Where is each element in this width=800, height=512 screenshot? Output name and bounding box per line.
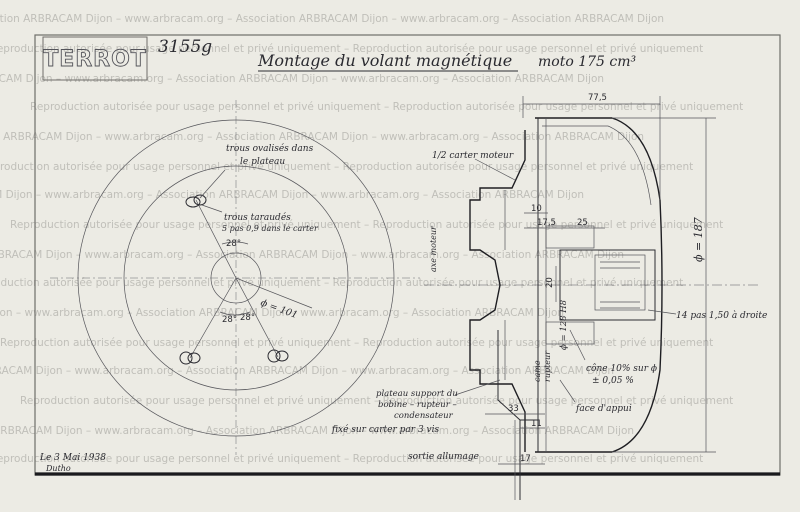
watermark-text: Reproduction autorisée pour usage person… [30, 101, 743, 113]
leader-line [559, 379, 576, 403]
label-thread: 14 pas 1,50 à droite [676, 310, 767, 321]
leader-line [454, 379, 501, 396]
drawing-title: Montage du volant magnétique [257, 51, 512, 70]
watermark-text: Reproduction autorisée pour usage person… [0, 43, 703, 55]
angle-right: 28° [240, 313, 255, 323]
label-half-crankcase: 1/2 carter moteur [432, 151, 514, 161]
watermark-text: Association ARBRACAM Dijon – www.arbraca… [0, 189, 584, 201]
watermark-text: Reproduction autorisée pour usage person… [0, 161, 693, 173]
watermark-text: Association ARBRACAM Dijon – www.arbraca… [0, 365, 614, 377]
leader-line [201, 204, 223, 213]
dim-77-5: 77,5 [588, 93, 607, 103]
label-breaker: rupteur [543, 350, 552, 382]
rotor-inner [542, 125, 652, 206]
label-plate: plateau support du [376, 389, 458, 399]
half-crankcase [469, 130, 526, 452]
label-cam: came [533, 360, 542, 382]
holes-note: le plateau [240, 157, 285, 167]
watermark-text: Reproduction autorisée pour usage person… [0, 453, 703, 465]
label-fixing: fixé sur carter par 3 vis [331, 424, 439, 435]
leader-line [569, 329, 586, 361]
dim-20: 20 [545, 277, 555, 288]
oval-hole [185, 194, 207, 208]
label-ignition-exit: sortie allumage [408, 452, 479, 462]
dim-25: 25 [577, 218, 588, 228]
watermark: Association ARBRACAM Dijon – www.arbraca… [0, 13, 743, 465]
flywheel-rotor [535, 117, 663, 453]
tapped-holes-note: 5 pas 0,9 dans le carter [222, 224, 319, 233]
signature-initials: Dutho [45, 464, 71, 473]
drawing-number: 3155g [158, 37, 212, 57]
angle-top: 28° [226, 239, 241, 249]
radial-line [195, 199, 237, 279]
holes-note: trous ovalisés dans [226, 143, 314, 154]
dim-17: 17 [520, 454, 531, 464]
section-view: axe moteur 77,5 ϕ = 187 10 [331, 93, 767, 500]
angle-arc-top [221, 241, 249, 245]
label-plate: bobine – rupteur – [378, 400, 457, 410]
dim-187: ϕ = 187 [692, 217, 705, 262]
radial-line [235, 277, 279, 358]
leader-line [474, 158, 516, 181]
diameter-leader [235, 277, 313, 309]
rotor-hub [559, 249, 656, 321]
label-cone-tolerance: ± 0,05 % [592, 376, 634, 386]
dim-11: 11 [531, 419, 542, 429]
label-plate: condensateur [394, 411, 454, 421]
cam-block [545, 225, 595, 249]
coil-plate [497, 330, 538, 421]
dim-10: 10 [531, 204, 542, 214]
terrot-logo: TERROT [42, 36, 148, 81]
signature-date: Le 3 Mai 1938 [39, 453, 106, 463]
watermark-text: Association ARBRACAM Dijon – www.arbraca… [0, 13, 664, 25]
watermark-text: Reproduction autorisée pour usage person… [0, 337, 713, 349]
dim-33: 33 [508, 404, 519, 414]
watermark-text: Association ARBRACAM Dijon – www.arbraca… [0, 249, 624, 261]
label-plate-diameter: ϕ = 128 H8 [559, 299, 569, 350]
watermark-text: Association ARBRACAM Dijon – www.arbraca… [0, 425, 634, 437]
watermark-text: Reproduction autorisée pour usage person… [0, 277, 683, 289]
oval-hole [179, 351, 201, 365]
dim-17-5: 17,5 [537, 218, 556, 228]
leader-line [199, 169, 226, 199]
watermark-text: Reproduction autorisée pour usage person… [20, 395, 733, 407]
label-cone: cône 10% sur ϕ [586, 363, 657, 374]
logo-text: TERROT [43, 47, 147, 72]
oval-hole [267, 349, 289, 363]
watermark-text: Association ARBRACAM Dijon – www.arbraca… [0, 131, 644, 143]
drawing-subtitle: moto 175 cm³ [538, 54, 636, 70]
angle-left: 28° [222, 315, 237, 325]
axis-label: axe moteur [429, 225, 438, 272]
angle-arc-bottom [219, 311, 251, 316]
tapped-holes-note: trous taraudés [224, 212, 291, 223]
watermark-text: Association ARBRACAM Dijon – www.arbraca… [0, 307, 564, 319]
leader-line [647, 309, 677, 315]
radial-line [189, 277, 237, 359]
hub-bore [594, 254, 646, 311]
cam-block [545, 321, 595, 345]
watermark-text: Reproduction autorisée pour usage person… [10, 219, 723, 231]
watermark-text: Association ARBRACAM Dijon – www.arbraca… [0, 73, 604, 85]
label-bearing-face: face d'appui [575, 404, 632, 414]
